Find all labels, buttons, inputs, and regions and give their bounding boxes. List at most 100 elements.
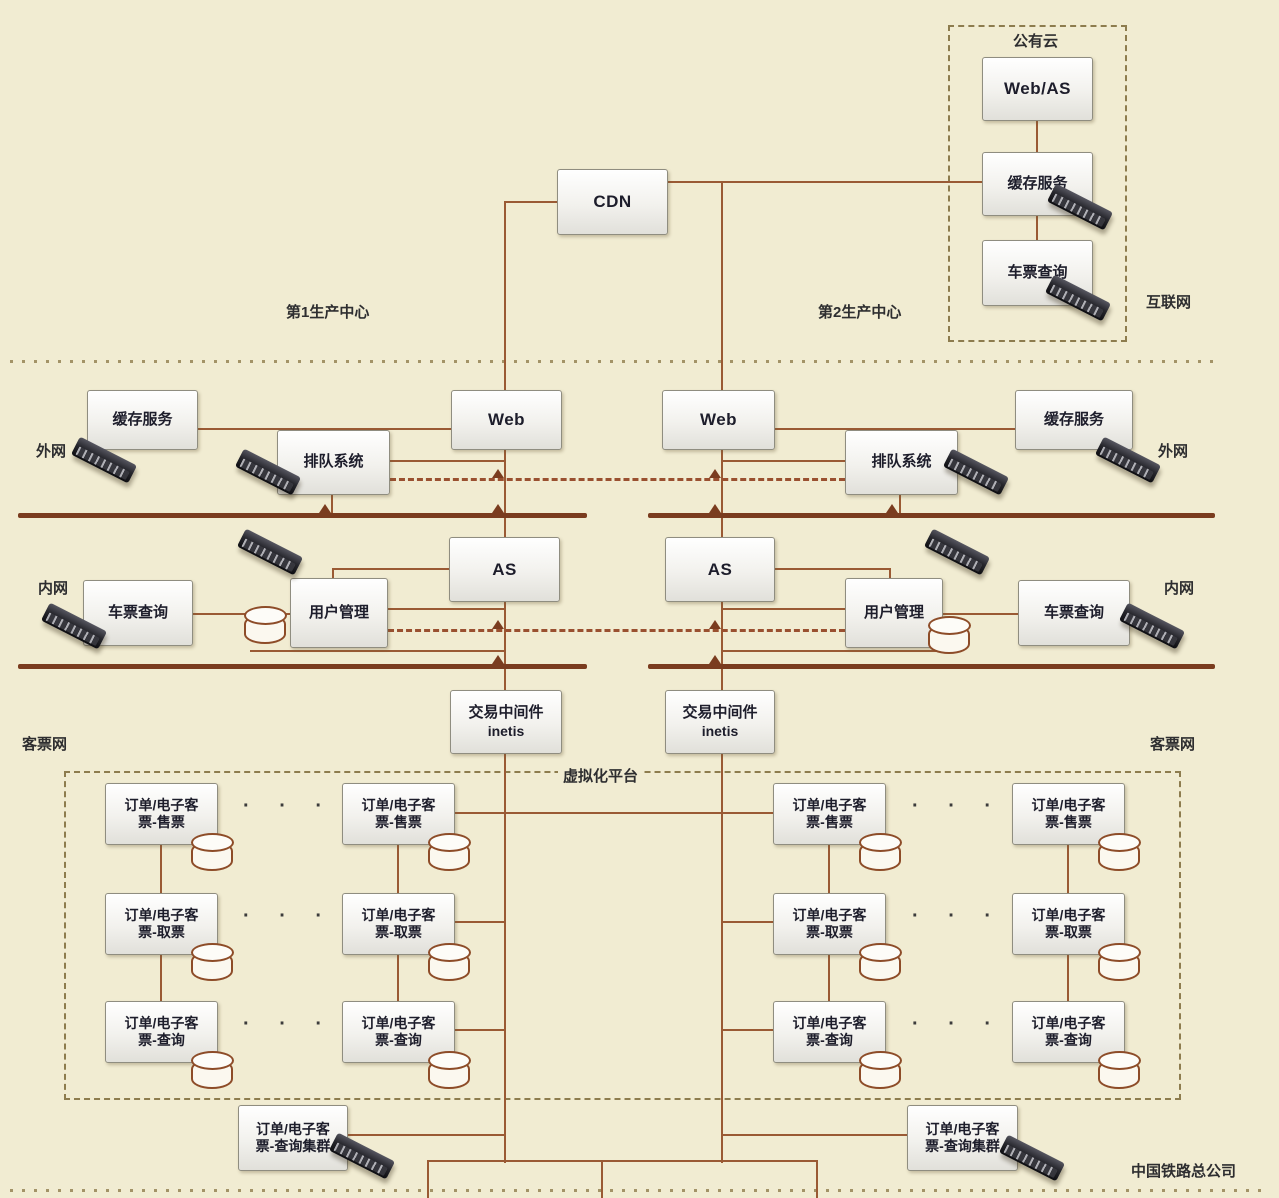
label-ticketnet-right: 客票网: [1150, 736, 1196, 753]
database-icon: [1097, 1051, 1141, 1089]
node-label: 票-查询集群: [255, 1138, 331, 1154]
node-user-mgmt-1: 用户管理: [290, 578, 388, 648]
connector-line: [722, 921, 773, 923]
arrow-icon: [492, 620, 504, 629]
node-label: 订单/电子客: [361, 1014, 436, 1031]
arrow-icon: [492, 655, 504, 664]
label-intnet-right: 内网: [1164, 580, 1195, 597]
node-label: 票-取票: [806, 924, 853, 940]
node-label: 票-取票: [375, 924, 422, 940]
node-cluster-right: 订单/电子客票-查询集群: [907, 1105, 1018, 1171]
server-icon: [923, 528, 991, 576]
connector-line: [601, 1160, 603, 1198]
database-icon: [1097, 833, 1141, 871]
node-label: 交易中间件: [468, 703, 544, 721]
node-middleware-2: 交易中间件 inetis: [665, 690, 775, 754]
node-label: 订单/电子客: [1031, 796, 1106, 813]
node-label: 排队系统: [871, 453, 932, 471]
node-order-pick-a: 订单/电子客票-取票: [105, 893, 218, 955]
node-as-1: AS: [449, 537, 560, 602]
ellipsis-dots: · · ·: [912, 1013, 1004, 1035]
node-label: 票-查询: [806, 1032, 853, 1048]
arrow-icon: [709, 655, 721, 664]
connector-line: [198, 428, 451, 430]
label-public-cloud: 公有云: [1012, 33, 1058, 50]
arrow-icon: [709, 469, 721, 478]
connector-line: [1067, 845, 1069, 893]
connector-line: [332, 568, 334, 578]
connector-line: [455, 921, 505, 923]
bus-line: [648, 513, 1215, 518]
node-label: 订单/电子客: [1031, 906, 1106, 923]
connector-line: [1036, 216, 1038, 240]
label-extnet-left: 外网: [36, 443, 67, 460]
node-label: 订单/电子客: [792, 906, 867, 923]
connector-line: [250, 650, 505, 652]
connector-line: [899, 495, 901, 515]
connector-line: [775, 428, 1015, 430]
bus-line: [648, 664, 1215, 669]
connector-line: [397, 845, 399, 893]
node-label: 缓存服务: [1043, 410, 1104, 428]
node-ticket-query-1: 车票查询: [83, 580, 193, 646]
dashed-link: [388, 629, 845, 632]
node-label: 票-查询: [138, 1032, 185, 1048]
ellipsis-dots: · · ·: [243, 1013, 335, 1035]
connector-line: [828, 955, 830, 1001]
node-label: 缓存服务: [1007, 174, 1068, 192]
ellipsis-dots: · · ·: [912, 795, 1004, 817]
arrow-icon: [886, 504, 898, 513]
database-icon: [427, 833, 471, 871]
node-cdn: CDN: [557, 169, 668, 235]
label-intnet-left: 内网: [38, 580, 69, 597]
node-order-pick-b: 订单/电子客票-取票: [342, 893, 455, 955]
connector-line: [943, 613, 1018, 615]
node-label: Web: [487, 410, 526, 430]
trunk-line: [504, 602, 506, 690]
database-icon: [858, 833, 902, 871]
node-label: 票-售票: [806, 814, 853, 830]
node-ticket-query-2: 车票查询: [1018, 580, 1130, 646]
connector-line: [505, 201, 557, 203]
database-icon: [927, 616, 971, 654]
node-label: 缓存服务: [112, 410, 173, 428]
trunk-line: [504, 754, 506, 1163]
connector-line: [722, 460, 845, 462]
label-virt-platform: 虚拟化平台: [558, 765, 644, 786]
connector-line: [722, 650, 962, 652]
database-icon: [427, 943, 471, 981]
public-cloud-box: [948, 25, 1127, 342]
node-queue-2: 排队系统: [845, 430, 958, 495]
label-company: 中国铁路总公司: [1131, 1163, 1237, 1180]
node-label: Web: [699, 410, 738, 430]
connector-line: [722, 608, 845, 610]
connector-line: [775, 568, 891, 570]
node-label: 票-售票: [1045, 814, 1092, 830]
connector-line: [348, 1134, 505, 1136]
connector-line: [889, 568, 891, 578]
node-middleware-1: 交易中间件 inetis: [450, 690, 562, 754]
connector-line: [331, 495, 333, 515]
node-label: 订单/电子客: [256, 1120, 330, 1137]
node-label: AS: [707, 559, 733, 579]
node-label: 用户管理: [308, 603, 369, 621]
node-label: 票-取票: [1045, 924, 1092, 940]
label-internet: 互联网: [1146, 294, 1192, 311]
database-icon: [243, 606, 287, 644]
node-order-sell-b: 订单/电子客票-售票: [342, 783, 455, 845]
node-label: 订单/电子客: [1031, 1014, 1106, 1031]
connector-line: [427, 1160, 818, 1162]
connector-line: [722, 1029, 773, 1031]
connector-line: [455, 1029, 505, 1031]
arrow-icon: [492, 469, 504, 478]
node-label: 票-取票: [138, 924, 185, 940]
connector-line: [668, 181, 982, 183]
arrow-icon: [492, 504, 504, 513]
trunk-line: [721, 602, 723, 690]
node-label: 订单/电子客: [925, 1120, 1000, 1137]
database-icon: [190, 833, 234, 871]
node-label: CDN: [593, 192, 632, 212]
label-dc2: 第2生产中心: [818, 304, 902, 321]
trunk-line: [721, 181, 723, 390]
